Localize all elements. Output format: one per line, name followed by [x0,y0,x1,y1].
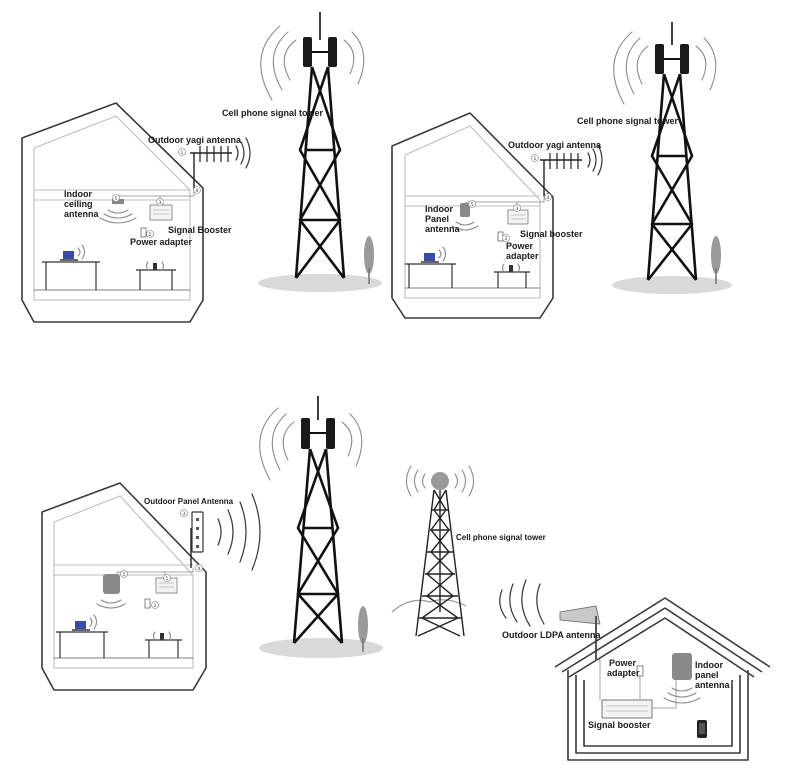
laptop-3 [75,621,86,629]
house-4: Power adapter Signal booster Indoor pane… [554,597,771,761]
tower-3-antenna-right [326,418,335,449]
cell-tower-2: Cell phone signal tower [577,22,732,294]
laptop-1 [63,251,74,259]
tree-3 [358,606,368,652]
tower-2-antenna-left [655,44,664,74]
svg-text:3: 3 [159,200,162,206]
power-adapter-1 [140,227,147,238]
scene-2-indoor-antenna-label-3: antenna [425,224,461,234]
svg-text:4: 4 [198,566,201,572]
scene-3-markers: 3 4 5 1 2 [120,509,203,609]
scene-1-indoor-antenna-label-3: antenna [64,209,100,219]
laptop-2 [424,253,435,261]
svg-text:2: 2 [154,603,157,609]
tree-1 [364,236,374,284]
scene-4-indoor-antenna-label-1: Indoor [695,660,723,670]
outdoor-panel-antenna [190,493,261,571]
cell-tower-1: Cell phone signal tower [222,12,382,292]
scene-2-power-label-2: adapter [506,251,539,261]
svg-text:3: 3 [516,206,519,212]
svg-text:2: 2 [505,236,508,242]
scene-1-power-label: Power adapter [130,237,193,247]
signal-booster-3 [155,577,178,594]
tower-4-dome [431,472,449,490]
power-adapter-3 [144,598,151,609]
outdoor-yagi-antenna [190,137,251,190]
svg-text:1: 1 [534,156,537,162]
svg-text:5: 5 [123,572,126,578]
house-3: Outdoor Panel Antenna [41,482,261,691]
scene-1-outdoor-antenna-label: Outdoor yagi antenna [148,135,242,145]
house-1: Outdoor yagi antenna Indoor ceiling ante… [21,102,251,323]
scene-2-indoor-antenna-label-1: Indoor [425,204,453,214]
svg-text:5: 5 [115,196,118,202]
tower-1-antenna-right [328,37,337,67]
house-2: Outdoor yagi antenna Indoor Panel antenn… [391,112,603,319]
desk-6 [145,631,182,658]
scene-4-tower-label: Cell phone signal tower [456,533,546,542]
scene-2-indoor-antenna-label-2: Panel [425,214,449,224]
scene-4-booster-label: Signal booster [588,720,651,730]
scene-1-markers: 1 4 5 3 2 [112,148,201,238]
scene-4-outdoor-antenna-label: Outdoor LDPA antenna [502,630,601,640]
phone-1 [153,263,157,270]
indoor-panel-antenna-4 [663,653,701,704]
scene-4-signal-waves [499,579,545,627]
desk-3 [405,246,456,288]
scene-1-booster-label: Signal Booster [168,225,232,235]
outdoor-ldpa-antenna [559,605,601,660]
scene-4-indoor-antenna-label-3: antenna [695,680,731,690]
scene-2-markers: 1 4 5 3 2 [468,154,552,242]
desk-2 [136,261,176,290]
signal-booster-2 [507,209,529,225]
scene-2-outdoor-antenna-label: Outdoor yagi antenna [508,140,602,150]
svg-text:1: 1 [181,150,184,156]
scene-1-indoor-antenna-label-2: ceiling [64,199,93,209]
svg-text:5: 5 [471,202,474,208]
svg-text:4: 4 [196,188,199,194]
scene-4-power-label-2: adapter [607,668,640,678]
scene-1-indoor-antenna-label-1: Indoor [64,189,92,199]
indoor-panel-antenna-3 [96,574,126,609]
scene-2-power-label-1: Power [506,241,534,251]
outdoor-yagi-antenna-2 [540,144,603,196]
phone-3 [160,633,164,640]
tree-2 [711,236,721,284]
desk-4 [494,263,530,288]
tower-1-antenna-left [303,37,312,67]
cell-tower-3 [259,396,383,658]
scene-2-booster-label: Signal booster [520,229,583,239]
desk-5 [56,614,108,658]
svg-text:4: 4 [547,195,550,201]
desk-1 [42,244,100,290]
tower-2-antenna-right [680,44,689,74]
scene-4-ldpa: Cell phone signal tower Outdoor LDPA ant… [391,465,771,761]
tower-2-ground [612,276,732,294]
signal-booster-4 [601,699,653,719]
scene-1-yagi-ceiling: Cell phone signal tower [21,12,382,323]
svg-text:1: 1 [166,576,169,582]
svg-text:2: 2 [149,232,152,238]
indoor-panel-antenna-2 [451,203,479,231]
scene-1-tower-label: Cell phone signal tower [222,108,324,118]
scene-4-power-label-1: Power [609,658,637,668]
scene-2-tower-label: Cell phone signal tower [577,116,679,126]
indoor-ceiling-antenna [99,199,137,224]
phone-2 [509,265,513,272]
power-adapter-2 [497,231,504,242]
tower-3-ground [259,638,383,658]
tower-3-antenna-left [301,418,310,449]
signal-booster-1 [149,204,173,221]
scene-4-indoor-antenna-label-2: panel [695,670,719,680]
tower-1-ground [258,274,382,292]
svg-text:3: 3 [183,511,186,517]
lattice-tower-4: Cell phone signal tower [391,465,546,637]
scene-2-yagi-panel: Cell phone signal tower [391,22,732,319]
scene-3-outdoor-panel: Outdoor Panel Antenna [41,396,383,691]
scene-3-outdoor-antenna-label: Outdoor Panel Antenna [144,497,234,506]
